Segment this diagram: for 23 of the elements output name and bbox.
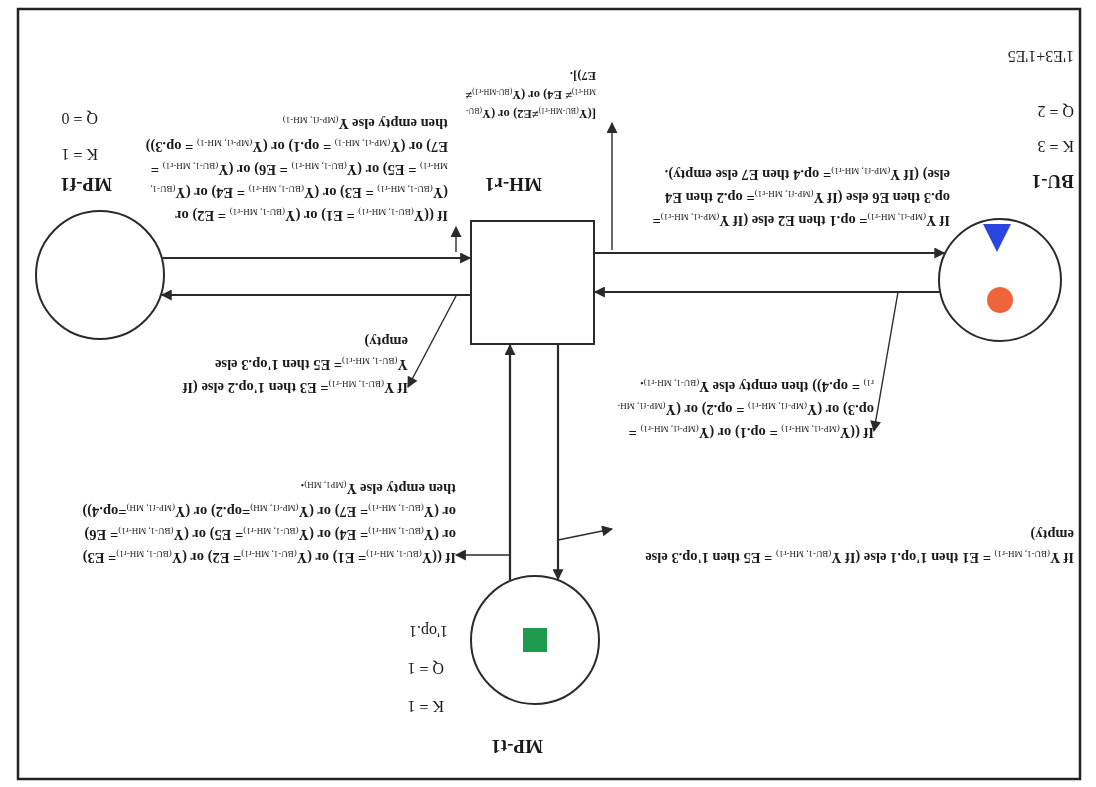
place-annotation: K = 3 <box>1037 137 1074 155</box>
place-name: MP-f1 <box>60 173 112 195</box>
leader-arrow <box>454 549 511 561</box>
arc-arrow <box>595 247 946 259</box>
transition-name: MH-r1 <box>485 173 542 195</box>
place-annotation: 1'E3+1'E5 <box>1007 47 1074 65</box>
arc-arrow <box>160 289 470 301</box>
place-name: MP-t1 <box>491 735 543 757</box>
place-annotation: Q = 1 <box>407 659 444 677</box>
leader-arrow <box>557 525 614 541</box>
place-annotation: K = 1 <box>407 697 444 715</box>
leader-arrow <box>606 121 618 251</box>
place-annotation: Q = 0 <box>61 109 98 127</box>
place-annotation: Q = 2 <box>1037 102 1074 120</box>
arc-arrow <box>504 343 516 580</box>
leader-arrow <box>407 295 457 388</box>
arc-arrow <box>552 345 564 581</box>
place-name: BU-1 <box>1031 170 1074 192</box>
place-annotation: K = 1 <box>61 145 98 163</box>
arc-arrow <box>162 252 472 264</box>
leader-arrow <box>450 225 462 253</box>
place-annotation: 1'op.1 <box>409 622 448 640</box>
leader-arrow <box>870 291 899 433</box>
